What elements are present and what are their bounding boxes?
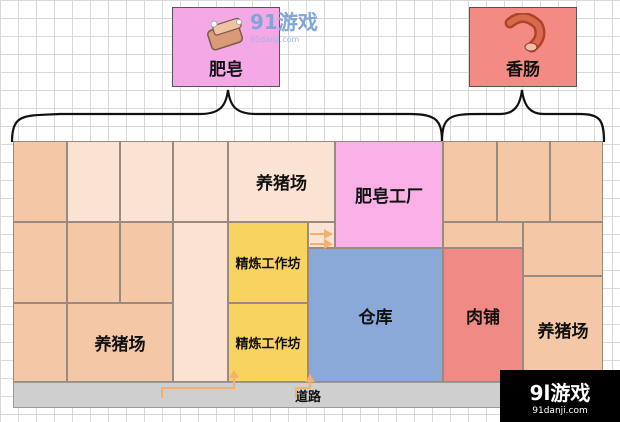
bottom-watermark: 9l游戏 91danji.com [500, 370, 620, 422]
pig-farm-left-label: 养猪场 [94, 335, 146, 355]
plot [13, 222, 67, 303]
plot [173, 141, 228, 222]
pig-farm-left: 养猪场 [67, 303, 173, 382]
plot [443, 141, 497, 222]
top-watermark-brand: 91游戏 [250, 10, 318, 34]
soap-factory-label: 肥皂工厂 [355, 187, 423, 207]
plot [523, 222, 603, 276]
warehouse-label: 仓库 [358, 307, 393, 328]
butcher-label: 肉铺 [466, 307, 500, 328]
refine-workshop-2: 精炼工作坊 [228, 303, 308, 382]
soap-label: 肥皂 [209, 60, 243, 80]
refine-workshop-1-label: 精炼工作坊 [235, 257, 301, 272]
plot [173, 222, 228, 382]
refine-workshop-2-label: 精炼工作坊 [235, 337, 301, 352]
soap-icon [207, 17, 244, 51]
plot [67, 141, 120, 222]
bottom-watermark-brand: 9l游戏 [529, 380, 591, 405]
refine-workshop-1: 精炼工作坊 [228, 222, 308, 303]
pig-farm-top-label: 养猪场 [256, 174, 307, 194]
road-label: 道路 [294, 389, 321, 405]
sausage-product-card: 香肠 [469, 7, 577, 87]
soap-product-card: 肥皂 [172, 7, 280, 87]
sausage-label: 香肠 [506, 60, 540, 80]
top-watermark: 91游戏 91danji.com [250, 6, 340, 44]
soap-factory: 肥皂工厂 [335, 141, 443, 248]
plot [13, 141, 67, 222]
flow-arrows [161, 229, 333, 398]
pig-farm-right: 养猪场 [523, 276, 603, 382]
plot [13, 303, 67, 382]
warehouse: 仓库 [308, 248, 443, 382]
plot [443, 222, 523, 248]
plot [120, 141, 173, 222]
plot [550, 141, 603, 222]
plot [497, 141, 550, 222]
bottom-watermark-url: 91danji.com [532, 405, 588, 416]
butcher-shop: 肉铺 [443, 248, 523, 382]
sausage-icon [504, 13, 546, 53]
plot [67, 222, 120, 303]
top-watermark-url: 91danji.com [250, 35, 300, 44]
pig-farm-right-label: 养猪场 [537, 321, 589, 342]
plot [120, 222, 173, 303]
pig-farm-top: 养猪场 [228, 141, 335, 222]
curly-braces [10, 89, 606, 143]
